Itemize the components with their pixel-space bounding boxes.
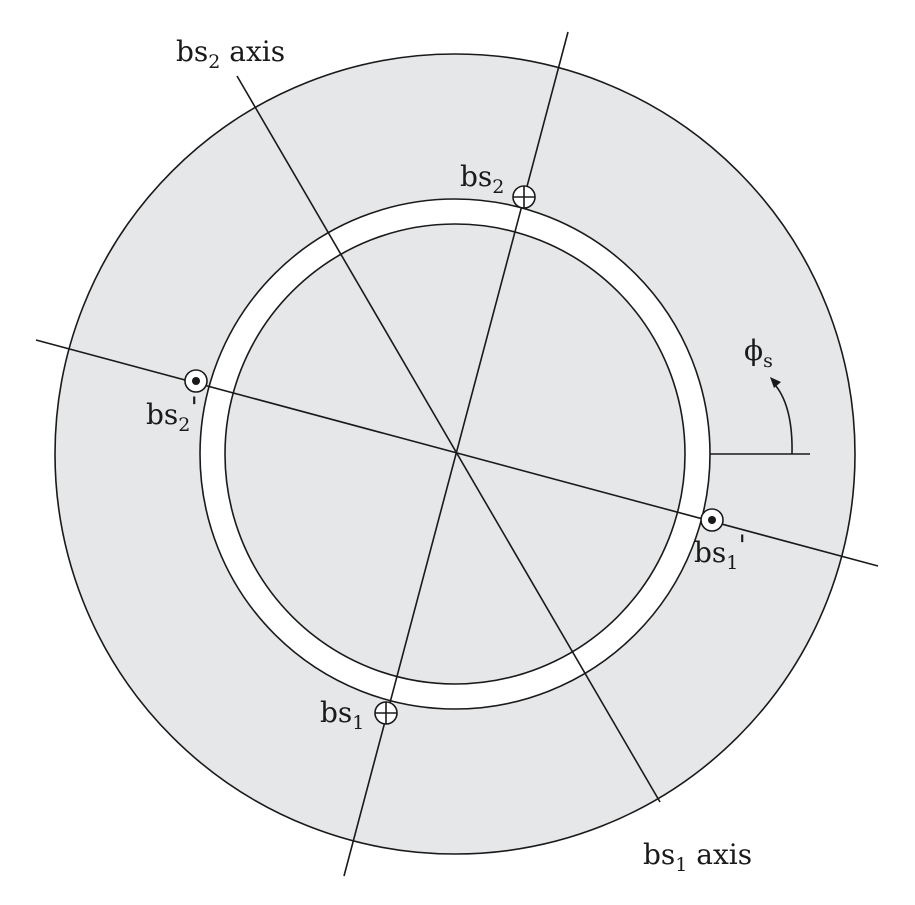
conductor-bs2prime-dot <box>184 369 208 393</box>
winding-line-bs2prime-bs1prime <box>35 339 879 567</box>
label-bs2: bs2 <box>460 160 504 198</box>
conductor-bs1prime-dot <box>700 508 724 532</box>
label-bs1-axis: bs1 axis <box>643 838 752 876</box>
bs2-axis-line <box>236 75 661 803</box>
label-bs2-axis: bs2 axis <box>176 35 285 73</box>
winding-line-bs1-bs2 <box>343 31 569 877</box>
conductor-bs1-cross <box>374 701 398 725</box>
conductor-bs2-cross <box>512 185 536 209</box>
label-bs1-prime: bs1' <box>694 529 746 574</box>
label-bs2-prime: bs2' <box>146 391 198 436</box>
label-phi-s: ϕs <box>744 334 773 372</box>
phi-arrowhead <box>770 377 781 388</box>
label-bs1: bs1 <box>320 696 364 734</box>
rotor-circle <box>224 223 686 685</box>
phi-arc-arrow <box>775 385 793 455</box>
